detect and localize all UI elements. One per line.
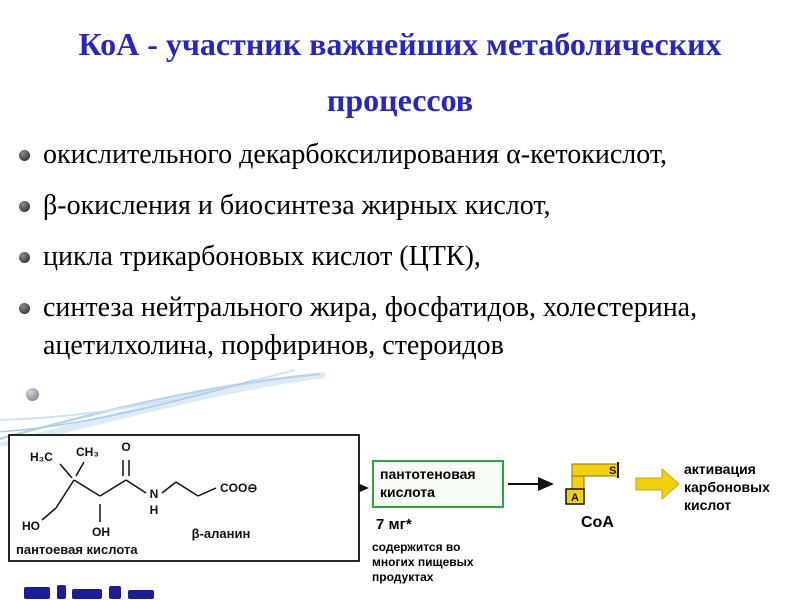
sphere-decoration: [26, 388, 39, 401]
pantothenic-acid-structure: H₃C CH₃ O HO OH N H COO⊖ β-аланин пантое…: [8, 434, 360, 562]
cutoff-text-fragment: [24, 585, 154, 599]
bullet-dot-icon: [19, 201, 30, 212]
food-source-note: содержится во многих пищевых продуктах: [372, 540, 474, 584]
coa-s-letter: S: [609, 465, 616, 477]
bond-lines: [41, 460, 217, 522]
pantothenic-acid-name-box: пантотеновая кислота: [372, 460, 504, 508]
coa-a-letter: A: [571, 492, 579, 504]
slide-title-line2: процессов: [326, 82, 474, 118]
label-pantoic-acid: пантоевая кислота: [16, 542, 138, 557]
bullet-text: синтеза нейтрального жира, фосфатидов, х…: [43, 292, 698, 361]
coa-label: СоА: [581, 514, 614, 531]
pantothenic-acid-diagram: H₃C CH₃ O HO OH N H COO⊖ β-аланин пантое…: [0, 432, 800, 600]
coa-icon: S A: [565, 462, 619, 505]
bullet-item: цикла трикарбоновых кислот (ЦТК),: [14, 238, 794, 276]
bullet-dot-icon: [19, 252, 30, 263]
yellow-arrow-coa-to-activation: [635, 467, 680, 501]
slide-title: КоА - участник важнейших метаболических …: [8, 16, 792, 128]
label-coo: COO⊖: [220, 481, 257, 495]
label-ho: HO: [22, 519, 40, 533]
bullet-item: β-окисления и биосинтеза жирных кислот,: [14, 187, 794, 225]
bullet-item: окислительного декарбоксилирования α-кет…: [14, 136, 794, 174]
label-beta-alanine: β-аланин: [192, 526, 251, 541]
label-oh: OH: [92, 525, 110, 539]
activation-text: активация карбоновых кислот: [684, 461, 770, 513]
bullet-list: окислительного декарбоксилирования α-кет…: [0, 136, 800, 365]
bullet-text: цикла трикарбоновых кислот (ЦТК),: [43, 241, 481, 272]
label-h: H: [150, 503, 159, 517]
bullet-dot-icon: [19, 150, 30, 161]
bullet-text: β-окисления и биосинтеза жирных кислот,: [43, 190, 551, 221]
bullet-text: окислительного декарбоксилирования α-кет…: [43, 139, 668, 170]
label-carbonyl-o: O: [121, 440, 130, 454]
bullet-dot-icon: [19, 303, 30, 314]
daily-dose: 7 мг*: [376, 516, 412, 533]
slide-title-line1: КоА - участник важнейших метаболических: [78, 26, 722, 62]
label-ch3: CH₃: [76, 445, 99, 459]
label-h3c: H₃C: [30, 450, 53, 464]
bullet-item: синтеза нейтрального жира, фосфатидов, х…: [14, 289, 794, 365]
label-n: N: [150, 487, 159, 501]
